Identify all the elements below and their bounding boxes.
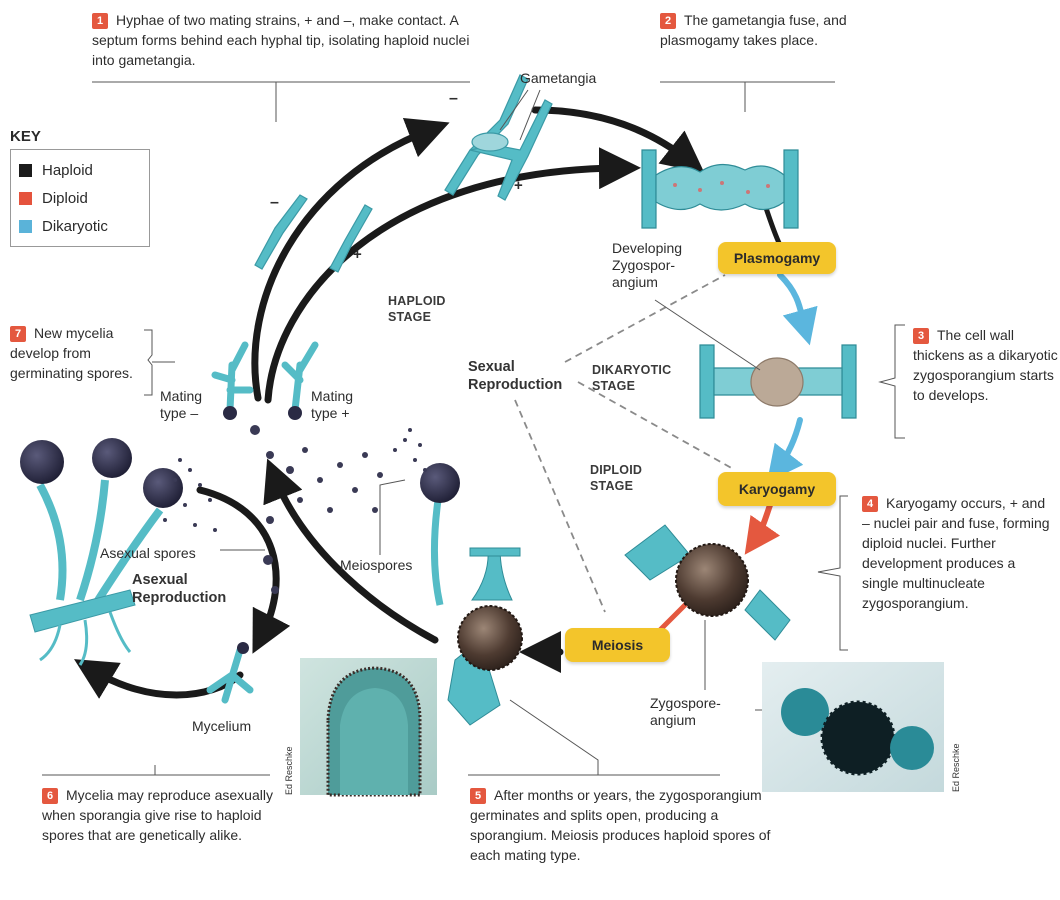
- photo-right: [762, 662, 944, 792]
- step-text: The cell wall thickens as a dikaryotic z…: [913, 327, 1058, 403]
- key-item-diploid: Diploid: [19, 184, 141, 212]
- step-number: 6: [42, 788, 58, 804]
- label-developing-zygosporangium: Developing Zygospor- angium: [612, 240, 707, 291]
- step-text: The gametangia fuse, and plasmogamy take…: [660, 12, 847, 48]
- key-label: Diploid: [42, 190, 88, 207]
- step-number: 5: [470, 788, 486, 804]
- step-text: Hyphae of two mating strains, + and –, m…: [92, 12, 469, 68]
- stage-haploid: HAPLOID STAGE: [388, 293, 458, 325]
- step-number: 1: [92, 13, 108, 29]
- label-mating-type-plus: Mating type +: [311, 388, 371, 422]
- label-mating-type-minus: Mating type –: [160, 388, 220, 422]
- photo-left: [300, 658, 437, 795]
- diploid-zygosporangium: [625, 525, 790, 640]
- key-label: Dikaryotic: [42, 218, 108, 235]
- label-minus-top: –: [449, 90, 458, 107]
- step-text: After months or years, the zygosporangiu…: [470, 787, 770, 863]
- step-number: 7: [10, 326, 26, 342]
- key-item-haploid: Haploid: [19, 156, 141, 184]
- step-text: Karyogamy occurs, + and – nuclei pair an…: [862, 495, 1050, 611]
- photo-credit-right: Ed Reschke: [951, 743, 961, 792]
- key-item-dikaryotic: Dikaryotic: [19, 212, 141, 240]
- photo-credit-left: Ed Reschke: [284, 746, 294, 795]
- key-label: Haploid: [42, 162, 93, 179]
- stage-dikaryotic: DIKARYOTIC STAGE: [592, 362, 682, 394]
- diploid-swatch: [19, 192, 32, 205]
- dikaryotic-zygosporangium: [700, 345, 856, 418]
- dikaryotic-swatch: [19, 220, 32, 233]
- step-text: New mycelia develop from germinating spo…: [10, 325, 133, 381]
- label-mycelium: Mycelium: [192, 718, 251, 735]
- pill-meiosis: Meiosis: [565, 628, 670, 662]
- gametangia-hyphae: [255, 75, 552, 272]
- label-zygosporangium: Zygospore- angium: [650, 695, 742, 729]
- label-meiospores: Meiospores: [340, 557, 412, 574]
- label-minus-left: –: [270, 194, 279, 211]
- pill-plasmogamy: Plasmogamy: [718, 242, 836, 274]
- key-title: KEY: [10, 128, 150, 145]
- stage-diploid: DIPLOID STAGE: [590, 462, 660, 494]
- label-asexual-spores: Asexual spores: [100, 545, 196, 562]
- fused-gametangia: [642, 150, 798, 228]
- label-plus-left: +: [353, 246, 362, 263]
- label-asexual-reproduction: Asexual Reproduction: [132, 571, 242, 607]
- haploid-swatch: [19, 164, 32, 177]
- step-text: Mycelia may reproduce asexually when spo…: [42, 787, 273, 843]
- pill-karyogamy: Karyogamy: [718, 472, 836, 506]
- key-legend: KEY Haploid Diploid Dikaryotic: [10, 128, 150, 247]
- label-sexual-reproduction: Sexual Reproduction: [468, 358, 578, 394]
- label-gametangia: Gametangia: [520, 70, 596, 87]
- label-plus-top: +: [514, 177, 523, 194]
- step-number: 2: [660, 13, 676, 29]
- step-number: 4: [862, 496, 878, 512]
- step-number: 3: [913, 328, 929, 344]
